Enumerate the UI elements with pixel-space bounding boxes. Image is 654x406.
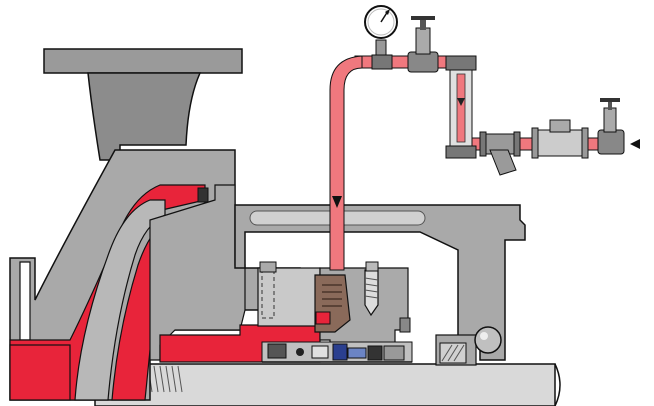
isolation-valve <box>597 98 625 155</box>
flush-pipe-elbow <box>329 55 363 271</box>
isolation-valve-handle <box>600 98 620 102</box>
pressure-gauge <box>364 5 398 70</box>
rotameter-tube <box>456 73 466 143</box>
y-strainer <box>479 131 521 176</box>
bearing-frame <box>234 204 526 366</box>
seal-face <box>332 343 348 361</box>
needle-valve <box>407 16 439 73</box>
discharge-nozzle <box>87 72 202 161</box>
flow-down-arrow <box>332 196 342 208</box>
flow-in-arrow <box>630 139 640 149</box>
bearing-ball <box>474 326 502 354</box>
shaft-threads <box>147 365 183 393</box>
needle-valve-handle <box>411 16 435 20</box>
discharge-flange <box>43 48 243 74</box>
suction-inlet <box>19 261 31 341</box>
gland-plug <box>364 269 379 317</box>
mechanical-seal <box>261 341 413 363</box>
pump-shaft <box>94 363 561 406</box>
rotameter-float <box>457 98 465 106</box>
impeller <box>74 199 166 401</box>
seal-gland <box>257 261 411 356</box>
rotameter <box>445 55 477 159</box>
check-valve <box>531 119 589 159</box>
gland-bolt <box>261 267 275 319</box>
